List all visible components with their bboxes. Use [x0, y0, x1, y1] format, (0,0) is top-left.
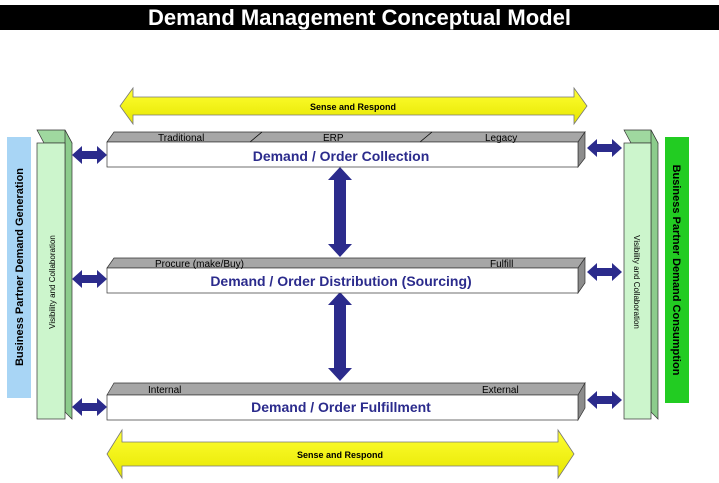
h-arrow-left-collection: [72, 146, 107, 164]
visibility-label-left: Visibility and Collaboration: [48, 235, 57, 329]
distribution-top-label-procure: Procure (make/Buy): [155, 259, 244, 270]
layer-fulfillment: Internal External Demand / Order Fulfill…: [106, 381, 586, 422]
sense-respond-label-bottom: Sense and Respond: [297, 450, 383, 460]
page-title: Demand Management Conceptual Model: [0, 5, 719, 30]
left-side-label-box: Business Partner Demand Generation: [7, 137, 31, 398]
collection-top-label-legacy: Legacy: [485, 133, 517, 144]
distribution-top-label-fulfill: Fulfill: [490, 259, 513, 270]
h-arrow-right-collection: [587, 139, 622, 157]
h-arrow-left-fulfillment: [72, 398, 107, 416]
sense-respond-label-top: Sense and Respond: [310, 102, 396, 112]
h-arrow-right-fulfillment: [587, 391, 622, 409]
left-side-label: Business Partner Demand Generation: [14, 168, 26, 366]
right-side-label: Business Partner Demand Consumption: [670, 165, 682, 376]
fulfillment-top-label-internal: Internal: [148, 385, 181, 396]
fulfillment-title: Demand / Order Fulfillment: [251, 399, 431, 415]
right-side-label-box: Business Partner Demand Consumption: [665, 137, 689, 403]
vertical-arrow-distribution-fulfillment: [328, 292, 352, 381]
vertical-arrow-collection-distribution: [328, 167, 352, 257]
collection-top-label-traditional: Traditional: [158, 133, 204, 144]
layer-distribution: Procure (make/Buy) Fulfill Demand / Orde…: [106, 256, 586, 295]
collection-title: Demand / Order Collection: [253, 148, 430, 164]
visibility-pillar-left: Visibility and Collaboration: [36, 129, 73, 420]
h-arrow-right-distribution: [587, 263, 622, 281]
sense-respond-arrow-bottom: Sense and Respond: [106, 428, 575, 480]
collection-top-label-erp: ERP: [323, 133, 344, 144]
sense-respond-arrow-top: Sense and Respond: [119, 86, 588, 126]
h-arrow-left-distribution: [72, 270, 107, 288]
visibility-label-right: Visibility and Collaboration: [632, 235, 641, 329]
distribution-title: Demand / Order Distribution (Sourcing): [210, 273, 471, 289]
fulfillment-top-label-external: External: [482, 385, 519, 396]
layer-collection: Traditional ERP Legacy Demand / Order Co…: [106, 130, 586, 169]
visibility-pillar-right: Visibility and Collaboration: [623, 129, 659, 420]
